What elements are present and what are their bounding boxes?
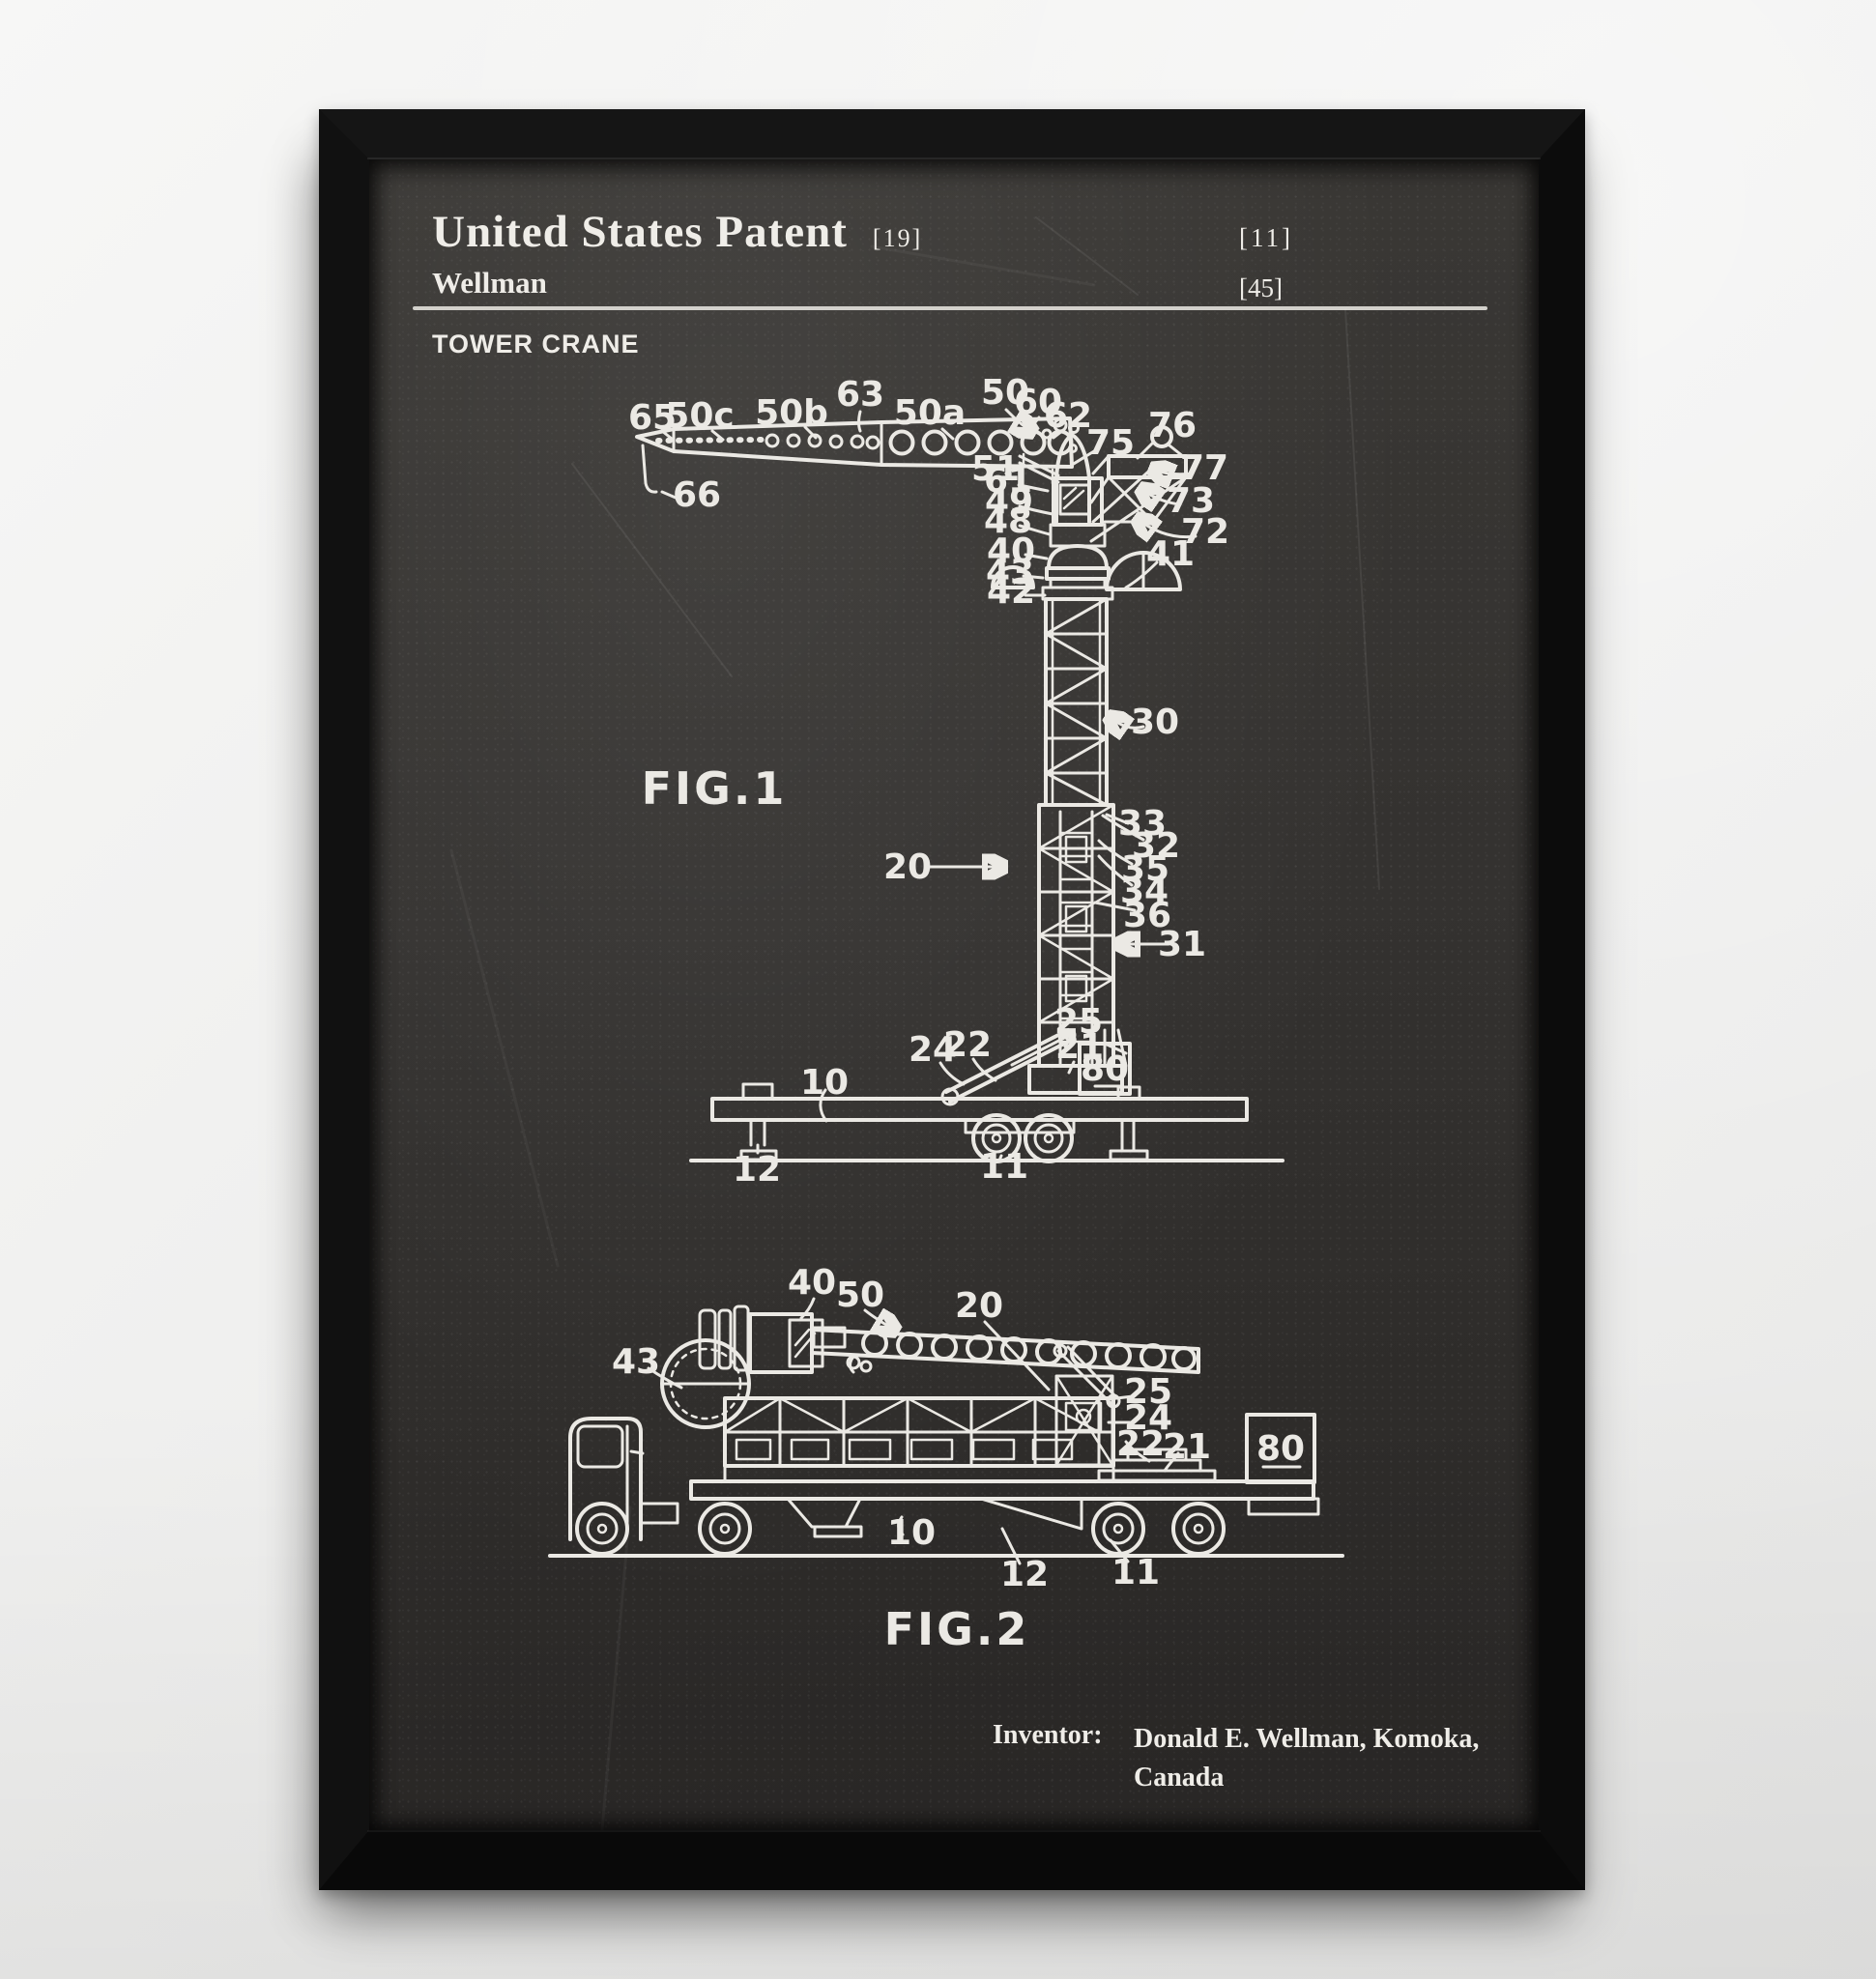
number-ref-code: [11] [1239,223,1293,252]
ref-label-11: 11 [1111,1553,1160,1592]
ref-label-48: 48 [984,502,1032,541]
patent-date-line: [45] Mar. 16, 1976 [1239,264,1539,306]
patent-subject: TOWER CRANE [432,330,640,359]
ref-label-51: 51 [971,449,1020,489]
ref-label-43: 43 [986,553,1034,592]
ref-label-35: 35 [1121,849,1169,889]
ref-label-10: 10 [887,1513,936,1553]
patent-title: United States Patent [19] [432,206,922,258]
ref-label-50b: 50b [755,393,828,433]
ref-label-76: 76 [1148,406,1197,445]
ref-label-50: 50 [836,1276,884,1315]
ref-label-12: 12 [1000,1555,1049,1594]
chalk-scratches [449,216,1380,1830]
fig1-caption: FIG.1 [642,762,788,815]
ref-label-36: 36 [1123,896,1171,935]
patent-number-line: [11] 3,944,081 [1239,210,1539,257]
ref-label-22: 22 [943,1025,992,1065]
ref-label-31: 31 [1158,925,1206,964]
ref-label-72: 72 [1181,512,1229,552]
ref-label-80: 80 [1081,1049,1129,1089]
fig2-transport-drawing [548,1297,1344,1565]
ref-label-40: 40 [987,531,1035,571]
patent-author: Wellman [432,266,547,300]
ref-label-25: 25 [1054,1002,1103,1042]
ref-label-20: 20 [955,1286,1003,1326]
header-divider [413,306,1487,310]
ref-label-62: 62 [1044,396,1092,436]
ref-label-11: 11 [980,1147,1028,1187]
ref-label-30: 30 [1131,703,1179,742]
ref-label-24: 24 [909,1030,957,1070]
ref-label-77: 77 [1180,448,1228,488]
date-ref-code: [45] [1239,273,1283,302]
ref-label-63: 63 [836,375,884,415]
ref-label-41: 41 [1146,534,1195,574]
fig2-caption: FIG.2 [884,1603,1030,1655]
patent-title-text: United States Patent [432,207,848,257]
ref-label-34: 34 [1120,872,1169,911]
ref-label-25: 25 [1124,1372,1172,1412]
ref-label-22: 22 [1116,1424,1165,1464]
ref-label-43: 43 [612,1342,660,1382]
ref-label-49: 49 [985,482,1033,522]
inventor-block: Inventor: Donald E. Wellman, Komoka, Can… [993,1720,1479,1797]
inventor-line2: Canada [1134,1763,1225,1793]
ref-label-10: 10 [800,1063,849,1103]
ref-label-24: 24 [1124,1398,1172,1438]
ref-label-61: 61 [984,461,1032,501]
inventor-line1: Donald E. Wellman, Komoka, [1134,1724,1480,1754]
ref-label-50c: 50c [665,396,734,436]
ref-label-21: 21 [1055,1027,1104,1067]
ref-label-32: 32 [1132,826,1180,866]
ref-label-33: 33 [1118,804,1167,844]
ref-label-40: 40 [788,1263,836,1303]
chalkboard-print: United States Patent [19] Wellman [11] 3,… [369,159,1539,1830]
ref-label-65: 65 [628,398,677,438]
ref-label-73: 73 [1167,481,1215,521]
ref-label-50a: 50a [894,393,966,433]
ref-label-12: 12 [733,1150,781,1190]
inventor-label: Inventor: [993,1720,1103,1750]
picture-frame: United States Patent [19] Wellman [11] 3,… [319,109,1585,1890]
ref-label-75: 75 [1086,423,1135,463]
ref-label-66: 66 [673,475,721,515]
fig1-tower-crane-drawing [635,408,1284,1163]
ref-label-20: 20 [883,847,932,887]
ref-label-42: 42 [987,572,1035,612]
inventor-name: Donald E. Wellman, Komoka, Canada [1134,1720,1479,1797]
ref-label-50: 50 [981,373,1029,413]
patent-drawing: FIG.1 FIG.2 6550c50b6350a506062767551614… [449,216,1380,1830]
ref-label-60: 60 [1014,383,1062,422]
title-ref-code: [19] [872,224,923,252]
ref-label-80: 80 [1256,1429,1305,1469]
ref-label-21: 21 [1163,1427,1211,1467]
